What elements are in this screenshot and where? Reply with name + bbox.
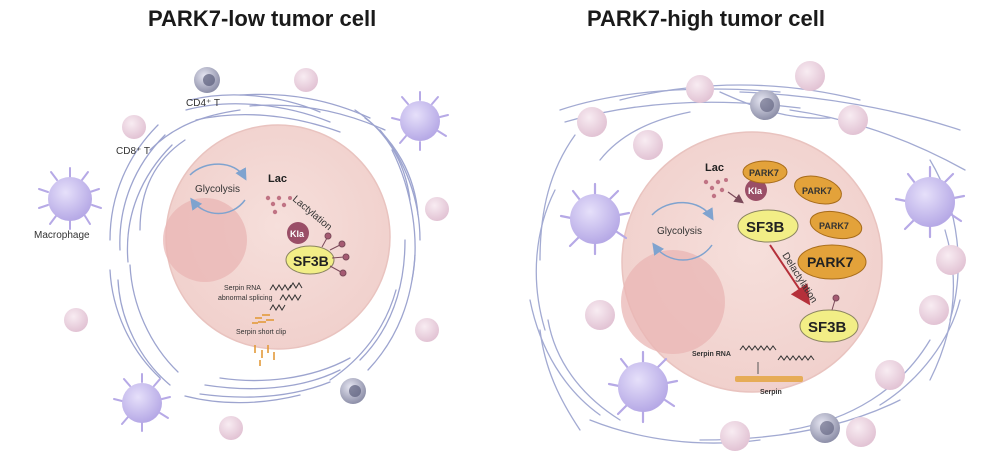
right-t-cell-6 — [936, 245, 966, 275]
right-tumor-cell: Glycolysis Lac Kla PARK7 PARK7 PARK7 — [621, 131, 883, 396]
left-secreted-fragments — [254, 345, 275, 366]
right-serpin-rna-label: Serpin RNA — [692, 351, 731, 358]
left-serpin-short-clip-label: Serpin short clip — [236, 329, 286, 336]
right-sf3b-top — [737, 209, 799, 243]
right-lac-label: Lac — [705, 162, 724, 174]
right-panel: Glycolysis Lac Kla PARK7 PARK7 PARK7 — [529, 61, 966, 451]
right-t-cell-dark-bottom — [810, 413, 840, 443]
left-serpin-short-clip-marks — [252, 314, 274, 324]
left-macrophage-top-right — [391, 91, 449, 151]
left-lactyl-marks — [321, 232, 350, 277]
left-glycolysis-label: Glycolysis — [195, 184, 240, 195]
left-t-cell-top-right — [294, 68, 318, 92]
right-t-cell-8 — [875, 360, 905, 390]
left-kla-label: Kla — [290, 229, 305, 239]
right-serpin-label: Serpin — [760, 389, 782, 396]
left-t-cell-left-lower — [64, 308, 88, 332]
right-sf3b-bottom — [799, 309, 859, 343]
left-macrophage-bottom — [113, 373, 171, 432]
right-serpin-protein — [735, 376, 803, 382]
right-glycolysis-label: Glycolysis — [657, 226, 702, 237]
left-macrophage-label: Macrophage — [34, 230, 90, 241]
svg-text:PARK7: PARK7 — [802, 186, 832, 196]
left-nucleus — [163, 198, 247, 282]
right-kla-label: Kla — [748, 186, 763, 196]
left-lac-label: Lac — [268, 173, 287, 185]
left-rna-squiggles — [269, 282, 303, 311]
left-cd4-label: CD4⁺ T — [186, 98, 220, 109]
left-cd8-t-cell — [122, 115, 146, 139]
left-panel-title: PARK7-low tumor cell — [148, 6, 377, 31]
right-rna-squiggles — [739, 345, 815, 361]
left-serpin-rna-label: Serpin RNA — [224, 285, 261, 292]
left-sf3b-label: SF3B — [293, 253, 329, 269]
left-t-cell-bottom — [219, 416, 243, 440]
right-park7-4: PARK7 — [797, 244, 867, 280]
left-kla-blob — [287, 222, 309, 244]
right-macrophage-left — [559, 182, 631, 256]
right-lactate-molecules — [703, 178, 728, 199]
right-t-cell-9 — [585, 300, 615, 330]
right-macrophage-right — [894, 165, 966, 239]
left-t-cell-dark-bottom — [340, 378, 366, 404]
left-tumor-cell: Glycolysis Lac Lactylation Kla SF3B — [163, 124, 391, 350]
right-macrophage-bottom — [607, 350, 679, 424]
right-t-cell-4 — [577, 107, 607, 137]
right-t-cell-7 — [919, 295, 949, 325]
left-cd4-t-cell — [194, 67, 220, 93]
right-t-cell-5 — [633, 130, 663, 160]
right-park7-3: PARK7 — [809, 210, 863, 240]
right-t-cell-3 — [838, 105, 868, 135]
svg-text:PARK7: PARK7 — [819, 221, 849, 231]
left-sf3b — [285, 245, 335, 275]
right-delactylation-arrow — [769, 244, 811, 306]
right-panel-title: PARK7-high tumor cell — [587, 6, 825, 31]
right-kla-blob — [745, 179, 767, 201]
right-t-cell-1 — [686, 75, 714, 103]
left-abnormal-splicing-label: abnormal splicing — [218, 295, 273, 302]
right-park7-1: PARK7 — [742, 160, 788, 184]
right-park7-2: PARK7 — [794, 175, 842, 205]
left-panel: Glycolysis Lac Lactylation Kla SF3B — [34, 67, 449, 440]
left-lactate-molecules — [265, 195, 292, 215]
right-nucleus — [621, 250, 725, 354]
svg-text:PARK7: PARK7 — [807, 254, 854, 270]
left-cd8-label: CD8⁺ T — [116, 146, 150, 157]
right-sf3b-bottom-label: SF3B — [808, 319, 847, 336]
left-t-cell-right — [425, 197, 449, 221]
left-t-cell-right-lower — [415, 318, 439, 342]
right-t-cell-11 — [846, 417, 876, 447]
left-collagen-fibers — [109, 93, 421, 404]
right-sf3b-top-label: SF3B — [746, 219, 785, 236]
svg-text:PARK7: PARK7 — [749, 168, 779, 178]
left-macrophage — [38, 167, 102, 230]
right-t-cell-10 — [720, 421, 750, 451]
right-t-cell-2 — [795, 61, 825, 91]
right-t-cell-dark-top — [750, 90, 780, 120]
right-lactyl-mark — [831, 294, 840, 311]
